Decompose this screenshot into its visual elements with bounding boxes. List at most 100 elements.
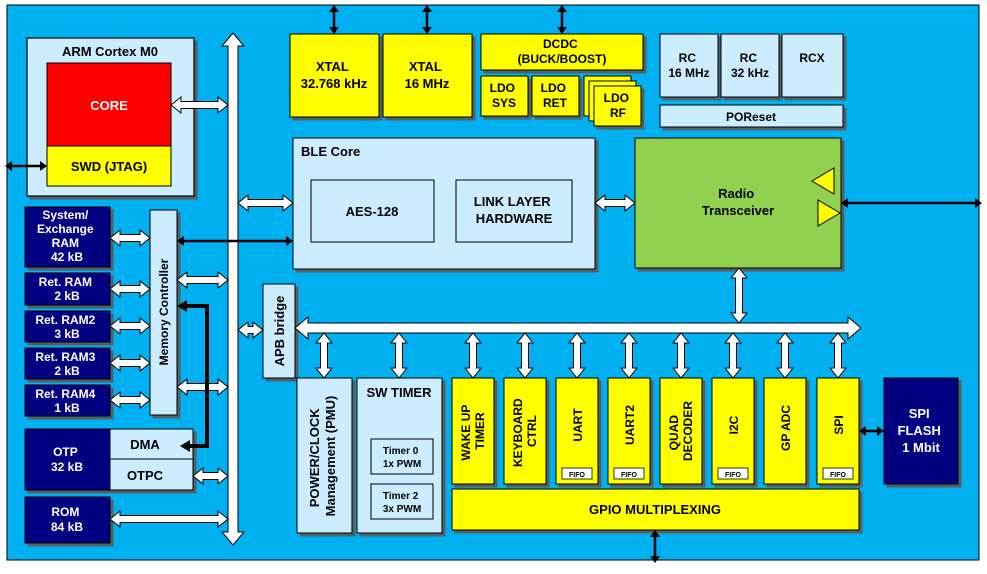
- gpio-mux-block: [451, 488, 860, 531]
- sw-timer-block: SW TIMER Timer 0 1x PWM Timer 2 3x PWM: [356, 377, 443, 534]
- rc-16m-label: RC 16 MHz: [668, 51, 709, 80]
- dcdc-pin-arrow: [557, 5, 567, 34]
- retram4-mc-arrow: [109, 390, 151, 410]
- wakeup-timer-label: WAKE UP TIMER: [459, 401, 487, 460]
- link-layer-label: LINK LAYER HARDWARE: [474, 194, 554, 226]
- uart-label: UART: [571, 408, 585, 442]
- ble-radio-arrow: [594, 193, 636, 213]
- spi-flash-block: [883, 377, 959, 485]
- uart2-fifo-label: FIFO: [621, 472, 637, 479]
- retram3-mc-arrow: [109, 353, 151, 373]
- ret-ram2-block: [24, 310, 111, 343]
- gpio-mux-label: GPIO MULTIPLEXING: [589, 502, 721, 517]
- otpc-label: OTPC: [127, 468, 164, 483]
- spi-fifo: [822, 467, 854, 480]
- bus-arrows: [5, 5, 982, 563]
- wakeup-timer-block: [451, 377, 495, 485]
- xtal-32k-label: XTAL 32.768 kHz: [301, 59, 368, 91]
- apb-peripheral-arrow-6: [671, 332, 691, 379]
- ret-ram3-label: Ret. RAM3 2 kB: [35, 350, 98, 378]
- mc-ble-arrow: [177, 236, 293, 246]
- sys-ram-block: [24, 206, 111, 268]
- apb-peripheral-arrow-0: [314, 332, 334, 379]
- spi-label: SPI: [832, 415, 846, 434]
- dcdc-block: [480, 33, 644, 71]
- apb-peripheral-arrow-5: [619, 332, 639, 379]
- ldo-ret-block: [531, 75, 580, 117]
- pmu-label: POWER/CLOCK Management (PMU): [307, 396, 338, 517]
- core-bus-arrow: [170, 95, 229, 115]
- timer0-label: Timer 0 1x PWM: [383, 446, 421, 470]
- link-layer-block: [455, 179, 573, 243]
- spi-fifo-label: FIFO: [830, 472, 846, 479]
- ldo-sys-block: [480, 75, 529, 117]
- apb-bridge-arrow: [237, 320, 264, 340]
- retram2-mc-arrow: [109, 316, 151, 336]
- poreset-label: POReset: [726, 110, 776, 124]
- keyboard-ctrl-label: KEYBOARD CTRL: [511, 395, 539, 467]
- ret-ram-block: [24, 272, 111, 306]
- dcdc-label: DCDC (BUCK/BOOST): [518, 37, 607, 66]
- i2c-label: I2C: [727, 415, 741, 434]
- oscillator-row: RC 16 MHz RC 32 kHz RCX POReset: [659, 33, 844, 128]
- swd-external-arrow: [5, 161, 47, 171]
- antenna-rx-triangle: [811, 167, 835, 195]
- aes-block: [310, 179, 435, 243]
- otpc-bus-arrow: [192, 466, 229, 486]
- antenna-tx-triangle: [817, 199, 841, 227]
- radio-rf-arrow: [841, 198, 982, 208]
- arm-cortex-block: ARM Cortex M0 CORE SWD (JTAG): [26, 37, 195, 197]
- arm-title: ARM Cortex M0: [62, 44, 158, 59]
- apb-peripheral-arrow-8: [775, 332, 795, 379]
- spi-flash-label: SPI FLASH 1 Mbit: [898, 406, 945, 455]
- rc-32k-label: RC 32 kHz: [731, 51, 769, 80]
- swd-block: [46, 145, 172, 187]
- mc-bus-arrow-1: [176, 270, 229, 290]
- apb-peripheral-arrow-7: [723, 332, 743, 379]
- spi-block: [816, 377, 860, 485]
- ldo-sys-label: LDO SYS: [490, 81, 519, 110]
- uart2-label: UART2: [623, 405, 637, 445]
- ldo-ret-label: LDO RET: [541, 81, 570, 110]
- memory-column: System/ Exchange RAM 42 kB Ret. RAM 2 kB…: [24, 206, 194, 544]
- ret-ram4-block: [24, 384, 111, 417]
- timer2-label: Timer 2 3x PWM: [383, 491, 421, 515]
- ble-core-label: BLE Core: [301, 144, 360, 159]
- uart-block: [555, 377, 599, 485]
- rc-32k-block: [720, 33, 780, 98]
- apb-peripheral-arrow-1: [389, 332, 409, 379]
- apb-bridge-block: [262, 283, 296, 379]
- memory-controller-block: [149, 209, 178, 416]
- xtal16m-pin-arrow: [422, 5, 432, 34]
- otp-label: OTP 32 kB: [51, 445, 83, 474]
- keyboard-ctrl-block: [503, 377, 547, 485]
- apb-bridge-label: APB bridge: [272, 296, 287, 367]
- quad-decoder-block: [659, 377, 703, 485]
- sysram-mc-arrow: [109, 228, 151, 248]
- gp-adc-block: [763, 377, 807, 485]
- uart-fifo: [561, 467, 593, 480]
- uart2-fifo: [613, 467, 645, 480]
- spi-flash-arrow: [859, 426, 884, 436]
- ret-ram3-block: [24, 347, 111, 380]
- ret-ram4-label: Ret. RAM4 1 kB: [35, 387, 98, 415]
- xtal-16m-block: [382, 33, 473, 118]
- gpio-pin-arrow: [650, 530, 660, 563]
- ahb-bus-vertical: [220, 32, 246, 546]
- rc-16m-block: [659, 33, 719, 98]
- xtal32k-pin-arrow: [329, 5, 339, 34]
- apb-peripheral-arrow-3: [515, 332, 535, 379]
- apb-peripheral-arrow-9: [828, 332, 848, 379]
- timer2-block: [370, 483, 434, 520]
- apb-peripheral-arrow-4: [567, 332, 587, 379]
- radio-block: Radio Transceiver: [634, 137, 842, 269]
- core-block: [46, 62, 172, 147]
- i2c-block: [711, 377, 755, 485]
- xtal-16m-label: XTAL 16 MHz: [405, 59, 450, 91]
- rom-bus-arrow: [109, 509, 229, 529]
- timer0-block: [370, 438, 434, 475]
- quad-decoder-label: QUAD DECODER: [667, 401, 695, 461]
- sys-ram-label: System/ Exchange RAM 42 kB: [37, 208, 97, 264]
